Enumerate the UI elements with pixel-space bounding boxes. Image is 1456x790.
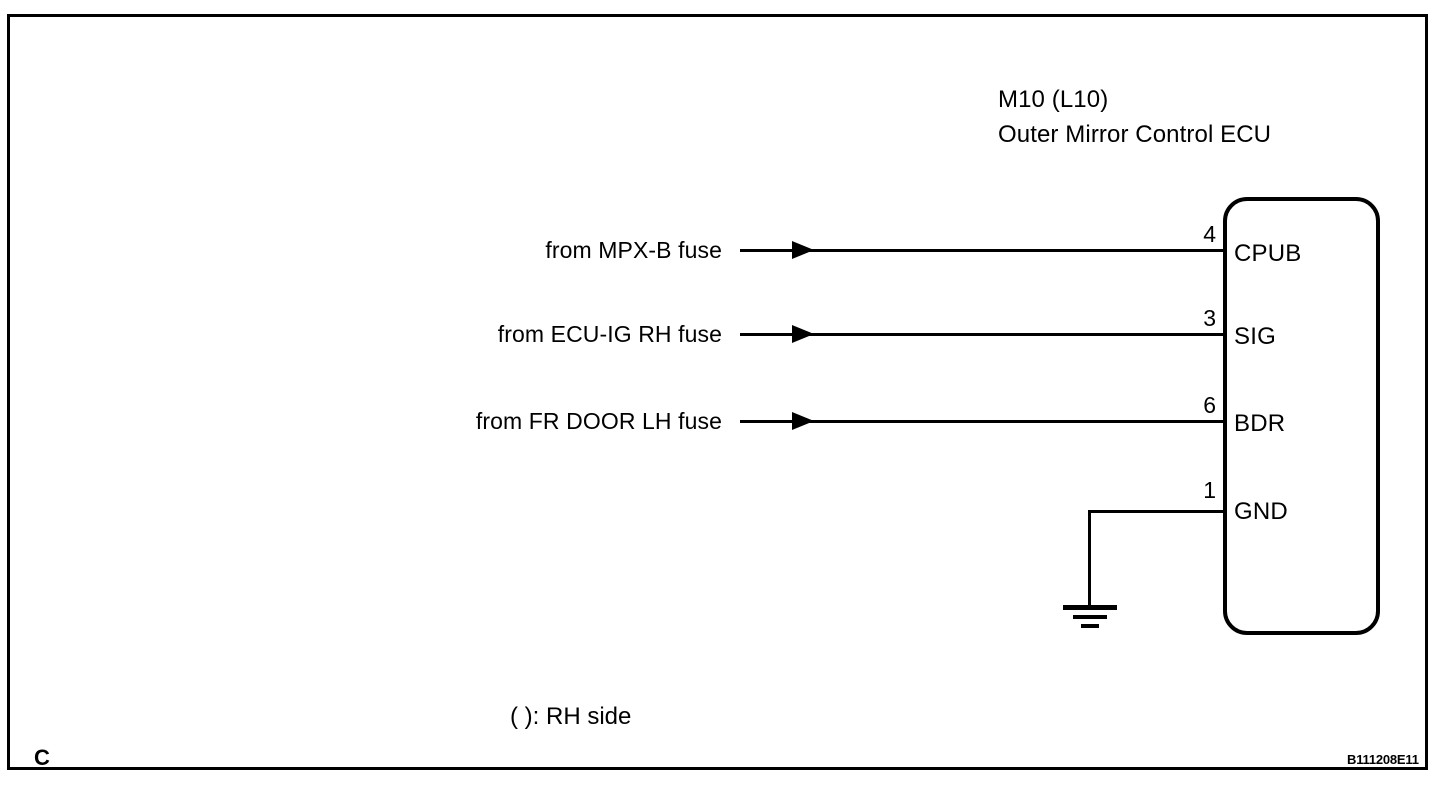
corner-mark: C (34, 745, 50, 770)
diagram-frame: M10 (L10) Outer Mirror Control ECU from … (7, 14, 1428, 770)
wire-sig (740, 333, 1225, 336)
terminal-name-bdr: BDR (1234, 410, 1286, 437)
source-label-mpx-b: from MPX-B fuse (545, 237, 722, 263)
ecu-title-block: M10 (L10) Outer Mirror Control ECU (998, 82, 1271, 152)
source-label-fr-door-lh: from FR DOOR LH fuse (475, 408, 722, 434)
ground-icon-bar-bottom (1081, 624, 1099, 628)
ground-icon-bar-middle (1073, 615, 1107, 619)
ecu-connector-id: M10 (L10) (998, 86, 1109, 113)
ecu-box (1223, 197, 1380, 635)
wire-gnd-horizontal (1088, 510, 1225, 513)
pin-number-6: 6 (1203, 392, 1216, 418)
legend-note: ( ): RH side (510, 703, 632, 730)
pin-number-3: 3 (1203, 305, 1216, 331)
terminal-name-sig: SIG (1234, 323, 1276, 350)
arrow-icon-cpub (792, 241, 814, 259)
arrow-icon-bdr (792, 412, 814, 430)
reference-code: B111208E11 (1347, 752, 1419, 767)
pin-number-4: 4 (1203, 221, 1216, 247)
wire-bdr (740, 420, 1225, 423)
wire-cpub (740, 249, 1225, 252)
ground-icon-bar-top (1063, 605, 1117, 610)
source-label-ecu-ig-rh: from ECU-IG RH fuse (497, 321, 722, 347)
terminal-name-cpub: CPUB (1234, 240, 1302, 267)
pin-number-1: 1 (1203, 477, 1216, 503)
terminal-name-gnd: GND (1234, 498, 1288, 525)
wire-gnd-vertical (1088, 510, 1091, 607)
ecu-name: Outer Mirror Control ECU (998, 121, 1272, 148)
arrow-icon-sig (792, 325, 814, 343)
